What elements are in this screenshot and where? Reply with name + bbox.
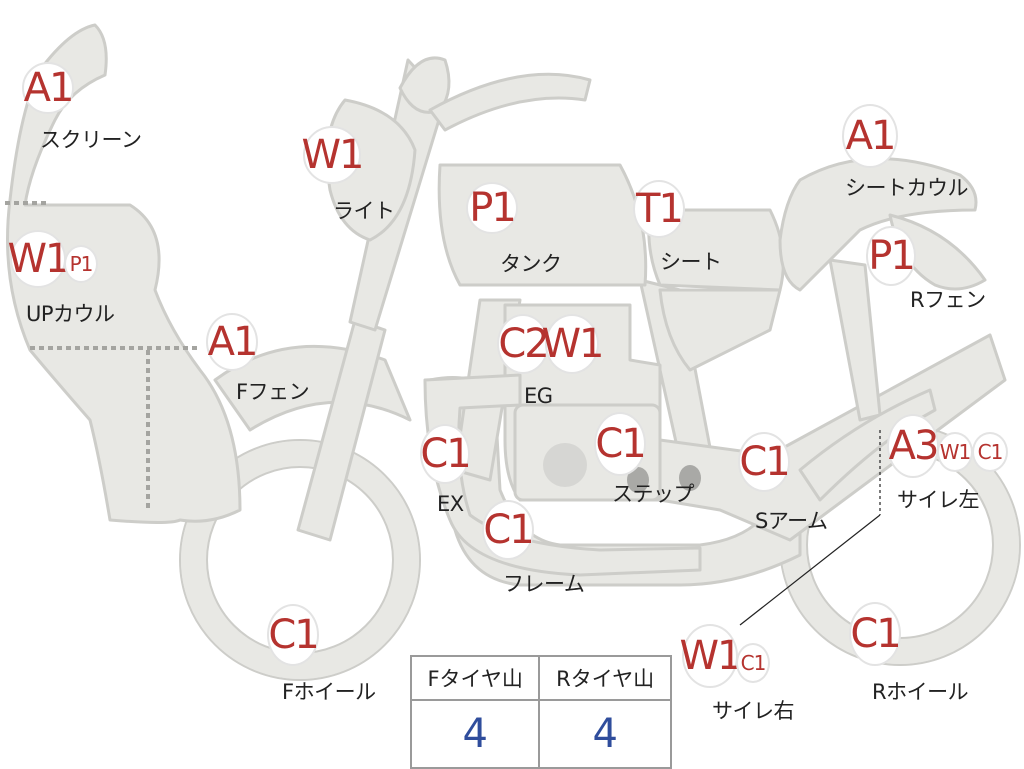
code-badge: A1: [842, 104, 898, 168]
rear-tire-value: 4: [538, 699, 672, 769]
cowl-shape: [6, 23, 242, 524]
part-label: フレーム: [503, 572, 585, 596]
front-wheel-shape: [181, 441, 419, 679]
code-badge: C1: [420, 424, 472, 484]
part-label: シート: [660, 250, 722, 274]
part-label: EX: [437, 492, 464, 516]
table-header-row: Fタイヤ山 Rタイヤ山: [409, 655, 672, 701]
code-badge: T1: [633, 180, 685, 238]
code-badge: P1: [64, 245, 98, 283]
part-label: Fホイール: [282, 680, 376, 704]
code-badge: A1: [22, 62, 74, 114]
part-label: サイレ左: [897, 488, 980, 512]
seat-cowl-shape: [778, 157, 978, 292]
code-badge: C1: [736, 643, 770, 683]
part-label: サイレ右: [712, 699, 795, 723]
part-label: ステップ: [612, 482, 695, 506]
part-label: Rホイール: [872, 680, 969, 704]
part-label: タンク: [500, 252, 562, 276]
table-row: 4 4: [409, 699, 672, 769]
part-label: ライト: [333, 199, 395, 223]
code-badge: A1: [206, 313, 258, 371]
code-badge: W1: [937, 432, 973, 472]
part-label: EG: [524, 384, 553, 408]
tire-tread-table: Fタイヤ山 Rタイヤ山 4 4: [409, 655, 672, 769]
code-badge: W1: [8, 230, 71, 288]
part-label: Fフェン: [236, 380, 310, 404]
code-badge: C1: [482, 500, 535, 560]
part-label: UPカウル: [26, 302, 115, 326]
code-badge: W1: [302, 126, 365, 184]
front-tire-header: Fタイヤ山: [409, 655, 541, 701]
code-badge: A3: [887, 414, 939, 478]
code-badge: C1: [267, 604, 320, 666]
part-label: Sアーム: [755, 509, 828, 533]
part-label: スクリーン: [40, 128, 142, 152]
front-tire-value: 4: [409, 699, 541, 769]
code-badge: W1: [680, 624, 743, 688]
code-badge: W1: [542, 314, 605, 374]
code-badge: C1: [738, 432, 791, 492]
code-badge: C1: [849, 602, 902, 666]
code-badge: C1: [594, 412, 647, 476]
code-badge: P1: [466, 182, 518, 234]
code-badge: C2: [497, 314, 550, 374]
rear-tire-header: Rタイヤ山: [538, 655, 672, 701]
part-label: Rフェン: [910, 288, 986, 312]
code-badge: C1: [972, 432, 1008, 472]
part-label: シートカウル: [845, 176, 969, 200]
code-badge: P1: [866, 226, 916, 286]
